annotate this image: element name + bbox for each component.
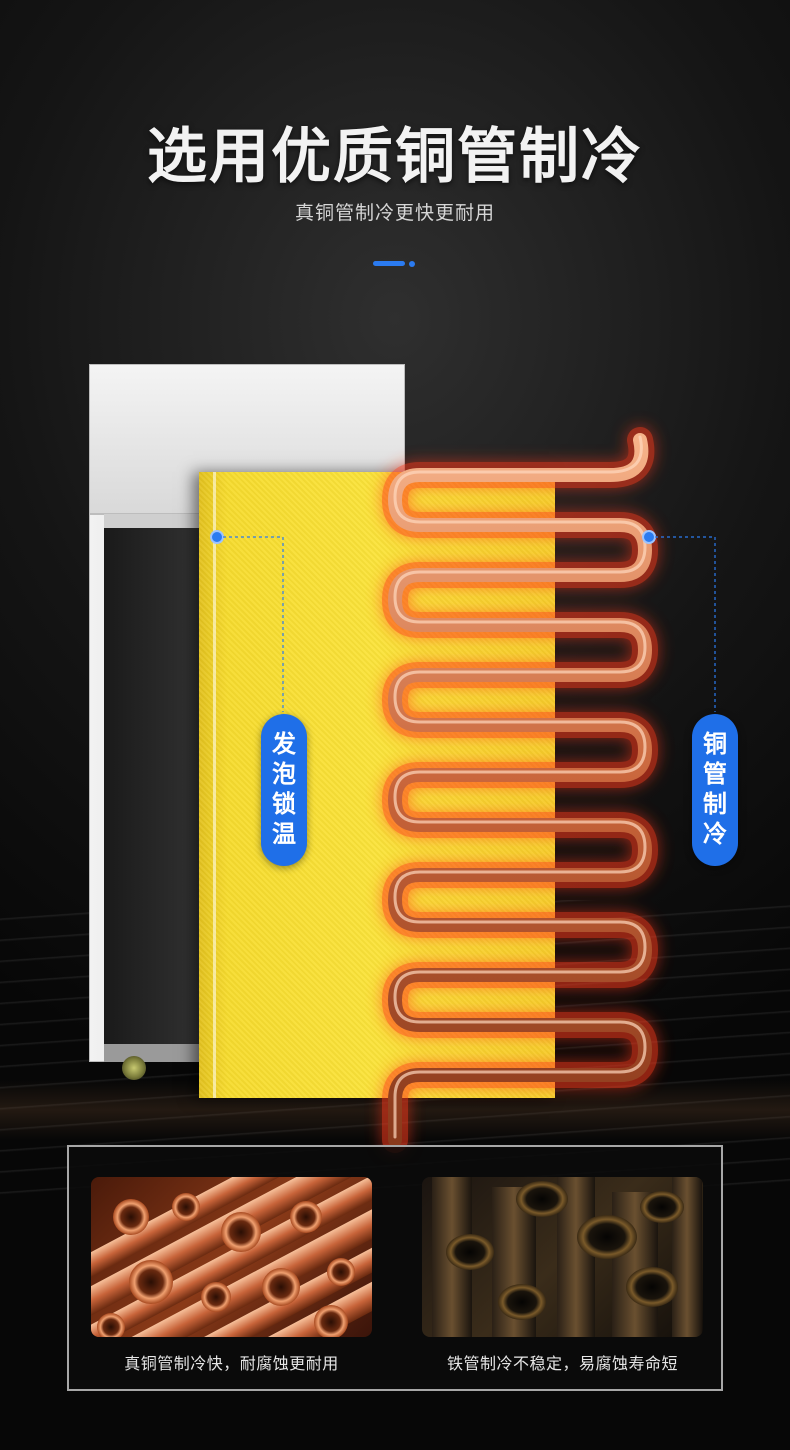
copper-pipes-illustration <box>91 1177 372 1337</box>
rusty-iron-pipes-photo <box>422 1177 703 1337</box>
fridge-glass-door <box>104 514 214 1044</box>
foam-insulation-panel <box>199 472 555 1098</box>
rusty-pipes-illustration <box>432 1177 702 1337</box>
copper-caption: 真铜管制冷快，耐腐蚀更耐用 <box>124 1356 339 1373</box>
fridge-wheel-icon <box>122 1056 146 1080</box>
fridge-base <box>104 1044 204 1062</box>
comparison-box: 真铜管制冷快，耐腐蚀更耐用 铁管制冷不稳定，易腐蚀寿命短 <box>67 1145 723 1391</box>
copper-label-text: 铜管制冷 <box>703 731 727 848</box>
foam-panel-edge <box>213 472 216 1098</box>
copper-callout-dot <box>642 530 656 544</box>
accent-divider <box>373 261 405 266</box>
iron-caption: 铁管制冷不稳定，易腐蚀寿命短 <box>446 1356 678 1373</box>
copper-label-badge: 铜管制冷 <box>692 714 738 866</box>
page-subtitle: 真铜管制冷更快更耐用 <box>294 203 495 224</box>
copper-pipes-photo <box>91 1177 372 1337</box>
accent-dot <box>409 261 415 267</box>
page-title: 选用优质铜管制冷 <box>147 123 643 190</box>
foam-label-badge: 发泡锁温 <box>261 714 307 866</box>
foam-label-text: 发泡锁温 <box>272 731 296 848</box>
copper-callout-line <box>655 536 716 712</box>
